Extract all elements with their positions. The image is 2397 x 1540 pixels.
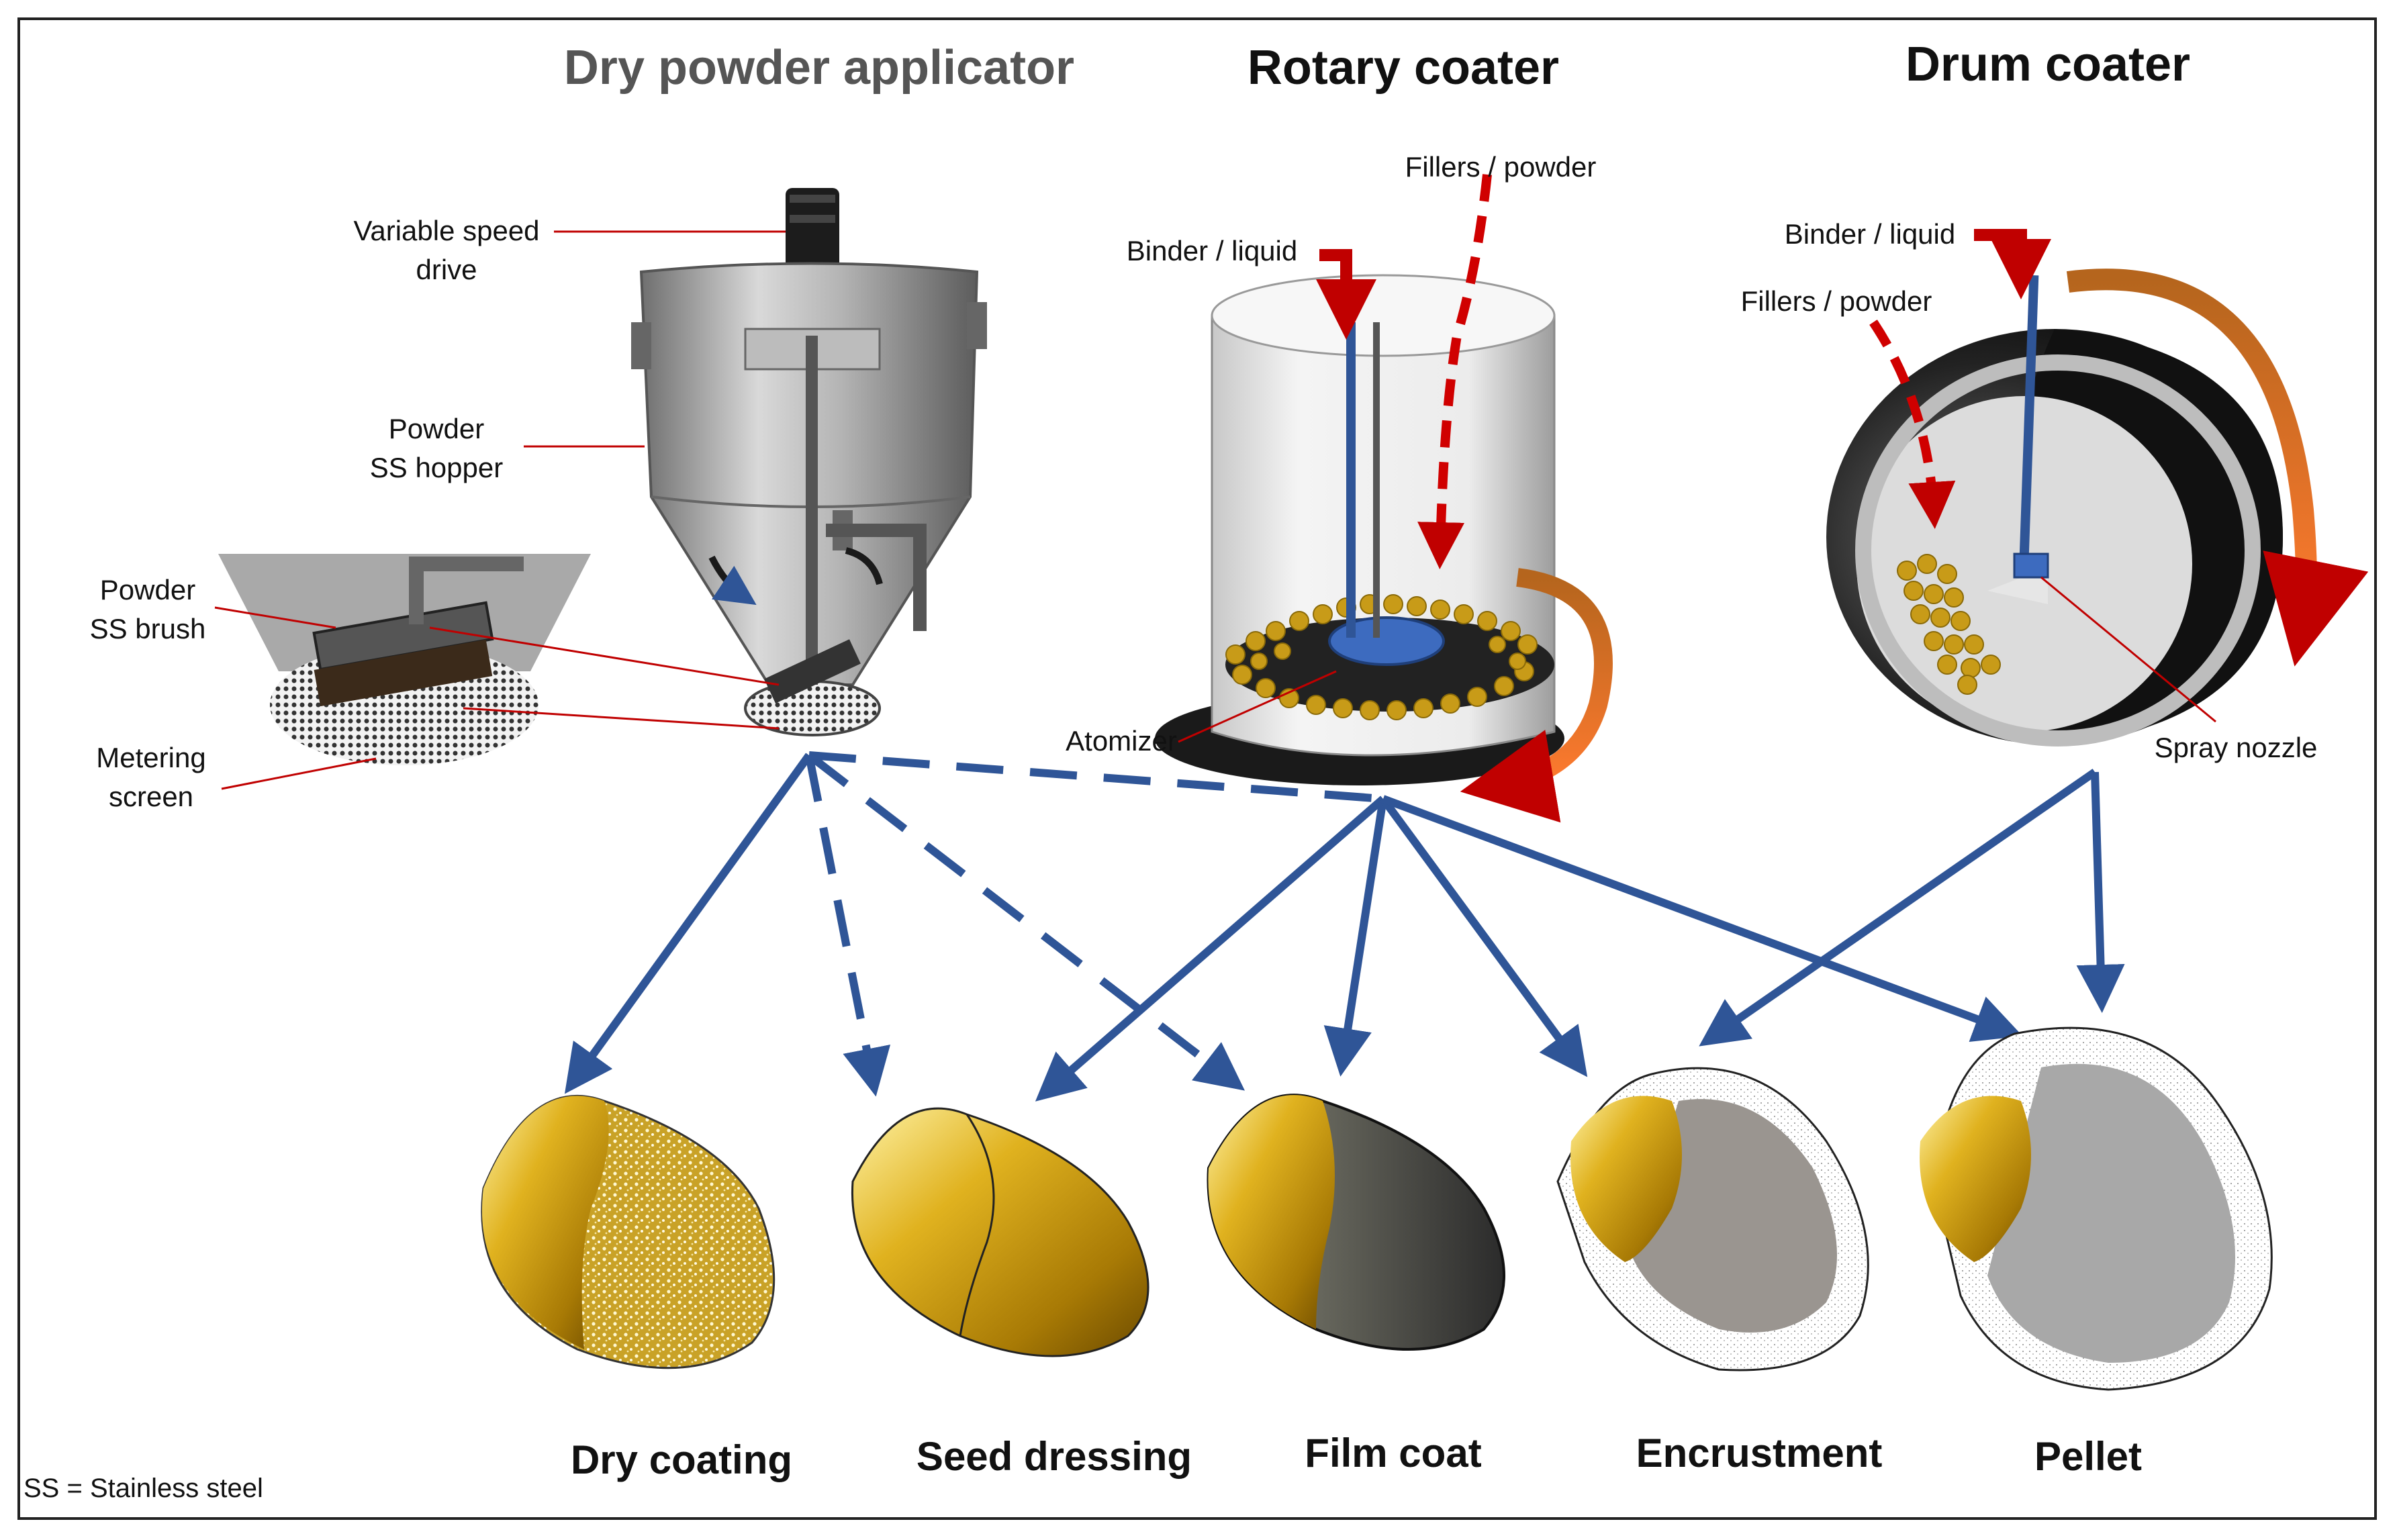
arrow-drum-to-pellet <box>2076 771 2125 1013</box>
label-rotary-binder-liquid: Binder / liquid <box>1126 235 1298 267</box>
flow-arrows <box>564 751 2125 1102</box>
label-spray-nozzle: Spray nozzle <box>2154 732 2318 763</box>
heading-drum-coater: Drum coater <box>1905 38 2191 91</box>
figure-border <box>17 17 2377 1520</box>
seed-pellet <box>1920 1026 2273 1391</box>
arrow-rotary-to-encrustment <box>1380 796 1588 1077</box>
drum-seeds <box>1897 554 2001 695</box>
caption-pellet: Pellet <box>2034 1434 2143 1479</box>
arrow-to-seed-dressing <box>805 754 891 1097</box>
drum-rotation-arrow-icon <box>2066 269 2369 667</box>
caption-film-coat: Film coat <box>1305 1431 1482 1476</box>
arrow-to-film-coat <box>806 752 1246 1091</box>
label-variable-speed-drive: Variable speed drive <box>353 215 540 285</box>
label-rotary-fillers-powder: Fillers / powder <box>1405 151 1597 183</box>
inset-hopper-section <box>218 554 591 671</box>
seed-film-coat <box>1207 1094 1505 1351</box>
caption-encrustment: Encrustment <box>1636 1431 1883 1476</box>
binder-liquid-feed-arrow-icon <box>1316 249 1376 340</box>
arrow-to-dry-coating <box>564 753 812 1094</box>
seed-dry-coating <box>481 1094 775 1369</box>
drum-binder-feed-arrow-icon <box>1974 229 2051 299</box>
caption-seed-dressing: Seed dressing <box>916 1434 1192 1479</box>
arrow-rotary-to-pellet <box>1381 795 2023 1043</box>
dry-powder-applicator-illustration <box>214 188 987 790</box>
footnote: SS = Stainless steel <box>23 1474 263 1503</box>
seed-seed-dressing <box>851 1107 1149 1357</box>
arrow-rotary-to-seed-dressing <box>1035 796 1386 1102</box>
caption-dry-coating: Dry coating <box>570 1437 793 1482</box>
heading-rotary-coater: Rotary coater <box>1247 41 1560 95</box>
label-powder-ss-brush: Powder SS brush <box>89 574 206 644</box>
label-powder-ss-hopper: Powder SS hopper <box>369 413 504 483</box>
atomizer-disk <box>1328 616 1445 666</box>
rotation-arrow-right-icon <box>845 547 883 585</box>
arrow-rotary-to-film-coat <box>1323 798 1387 1077</box>
seed-encrustment <box>1556 1067 1869 1371</box>
heading-dry-powder-applicator: Dry powder applicator <box>563 41 1075 95</box>
label-atomizer: Atomizer <box>1066 725 1177 757</box>
drum-fillers-feed-arrow-icon <box>1869 320 1956 529</box>
rotary-seeds <box>1225 594 1538 720</box>
rotary-coater-illustration <box>1155 174 1613 823</box>
label-drum-fillers-powder: Fillers / powder <box>1740 285 1932 317</box>
rotation-arrow-left-icon <box>708 555 757 606</box>
arrow-dashed-to-rotary <box>808 751 1384 803</box>
label-drum-binder-liquid: Binder / liquid <box>1784 218 1956 250</box>
spray-nozzle <box>2013 552 2049 579</box>
rotary-rotation-arrow-icon <box>1460 568 1613 823</box>
arrow-drum-to-encrustment <box>1699 769 2098 1047</box>
fillers-powder-feed-arrow-icon <box>1417 174 1492 569</box>
label-metering-screen: Metering screen <box>96 742 206 812</box>
drum-coater-illustration <box>1826 229 2369 747</box>
